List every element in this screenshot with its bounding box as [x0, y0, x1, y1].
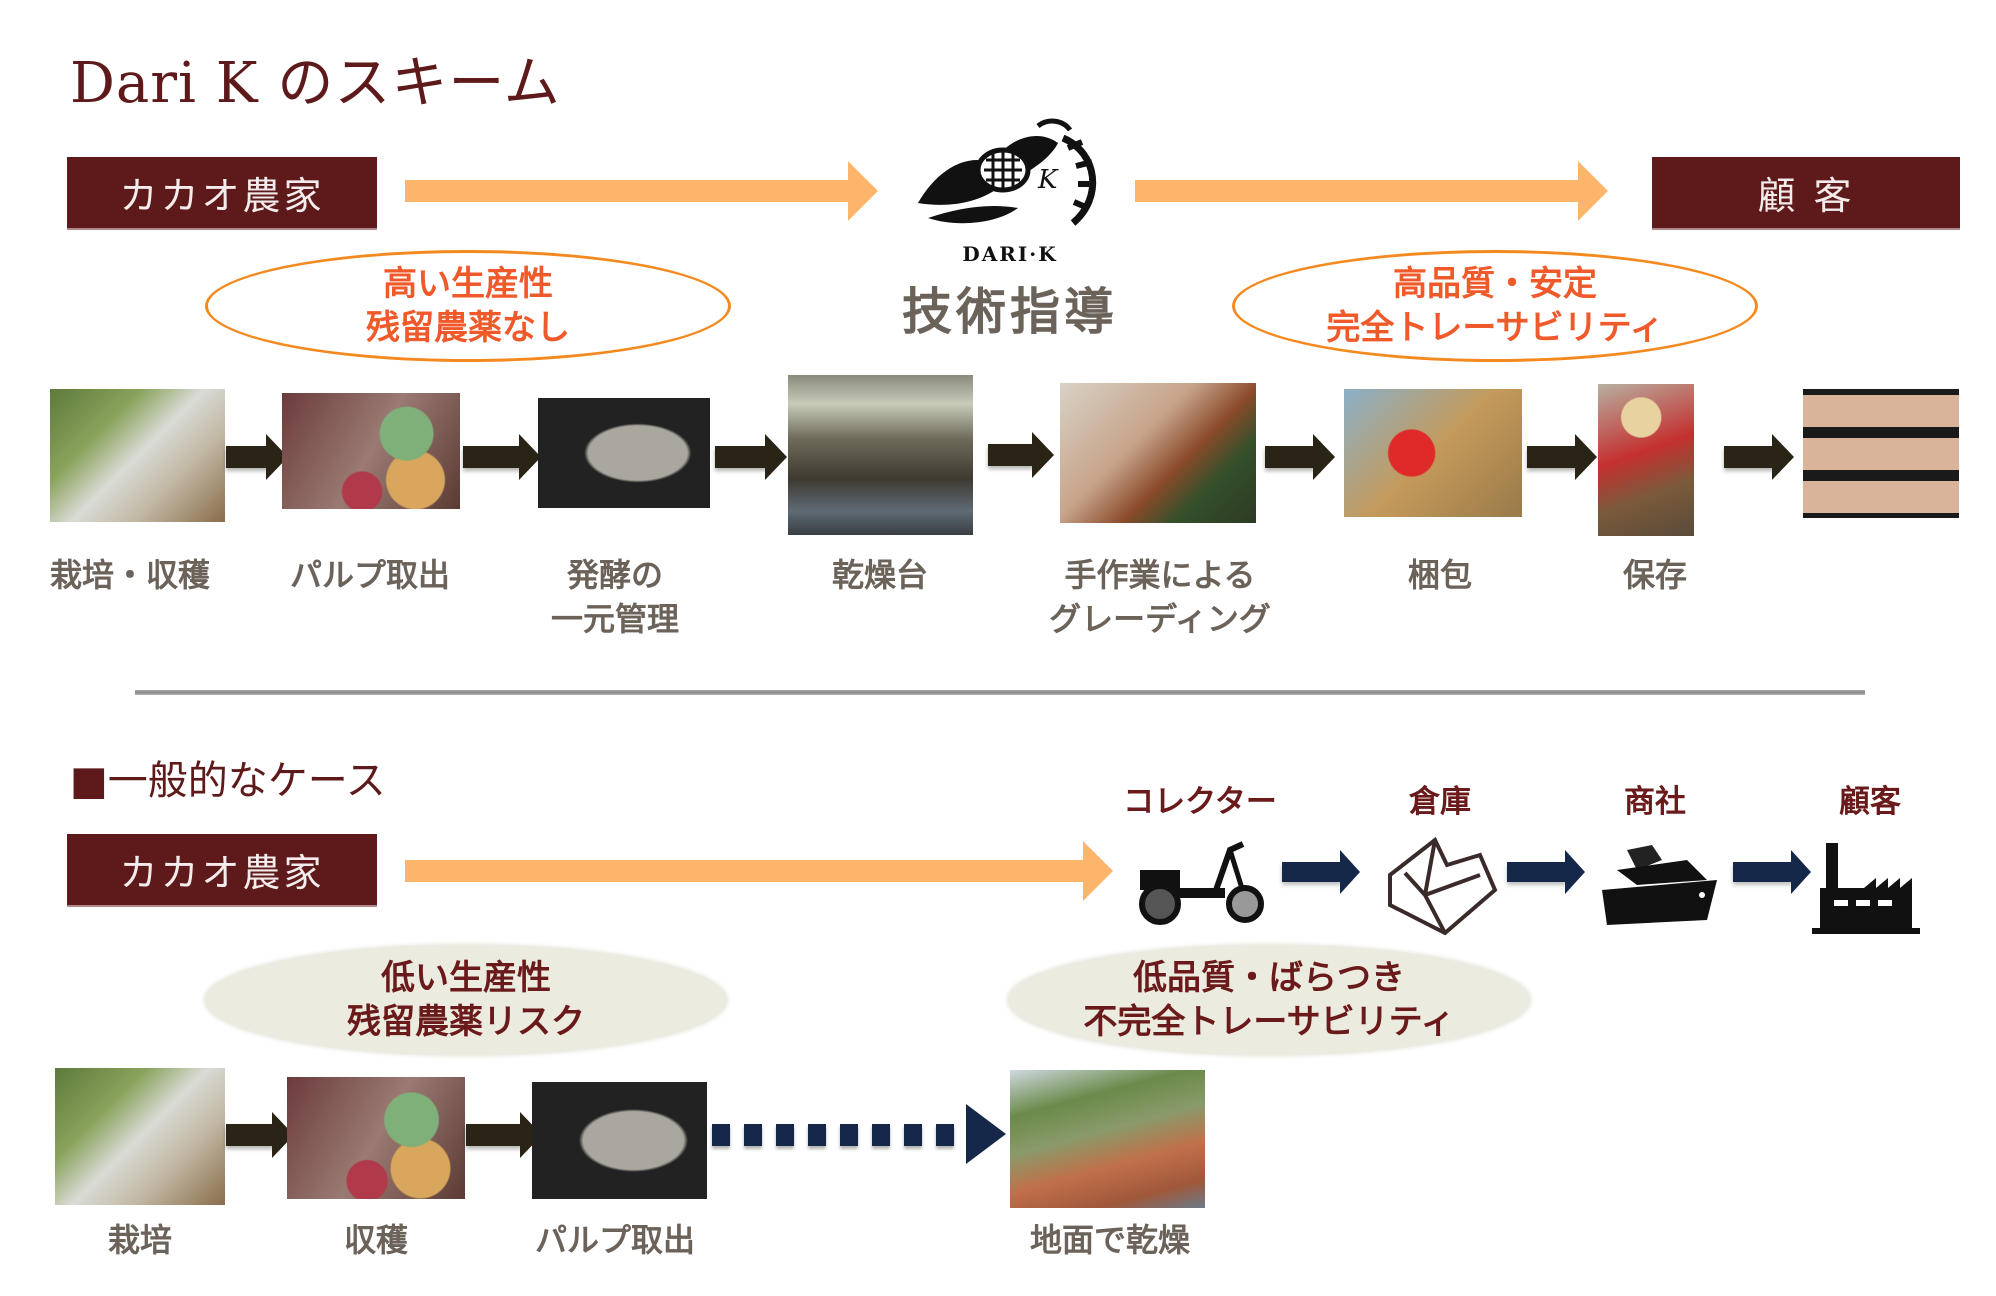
step-label: 収穫 [343, 1221, 408, 1259]
cacao-farmer-box: カカオ農家 [67, 834, 377, 905]
chain-label-collector: コレクター [1123, 784, 1277, 820]
fermentation-photo [538, 398, 710, 508]
chain-label-warehouse: 倉庫 [1409, 784, 1471, 820]
farmer-with-cacao-photo [55, 1068, 225, 1205]
dark-arrow-icon [466, 1112, 542, 1158]
dari-k-logo: K DARI·K [898, 108, 1122, 268]
greenhouse-dryer-photo [1060, 383, 1256, 523]
navy-arrow-icon [1282, 850, 1360, 894]
dark-arrow-icon [226, 1112, 294, 1158]
issue-text: 低い生産性 [381, 958, 551, 998]
dot [744, 1124, 762, 1146]
orange-arrow-icon [405, 841, 1113, 901]
customer-label: 顧 客 [1757, 174, 1855, 218]
step-label: 一元管理 [550, 600, 679, 638]
motorbike-icon [1139, 841, 1264, 925]
section-divider [135, 690, 1865, 695]
step-label: パルプ取出 [534, 1221, 695, 1259]
navy-arrow-icon [1507, 850, 1585, 894]
issue-text: 残留農薬リスク [347, 1002, 585, 1042]
svg-text:K: K [1037, 165, 1059, 195]
benefit-text: 高い生産性 [383, 264, 553, 304]
customer-box: 顧 客 [1652, 157, 1960, 228]
cacao-pods-photo [282, 393, 460, 509]
warehouse-box-icon [1388, 836, 1498, 936]
dark-arrow-icon [463, 434, 541, 480]
step-label: 梱包 [1407, 556, 1472, 594]
issue-text: 不完全トレーサビリティ [1083, 1002, 1455, 1042]
orange-arrow-icon [1135, 161, 1608, 221]
step-label: 地面で乾燥 [1029, 1221, 1190, 1259]
dot [776, 1124, 794, 1146]
dot [808, 1124, 826, 1146]
benefit-text: 高品質・安定 [1393, 264, 1597, 304]
dark-arrow-icon [226, 434, 288, 480]
step-label: 保存 [1622, 556, 1687, 594]
ground-drying-photo [1010, 1070, 1205, 1208]
logo-wordmark: DARI·K [962, 242, 1058, 266]
ship-icon [1602, 845, 1717, 925]
fermentation-photo [532, 1082, 707, 1199]
benefit-ellipse-productivity: 高い生産性 残留農薬なし [205, 250, 731, 362]
orange-arrow-icon [405, 161, 878, 221]
sacks-photo [1803, 389, 1959, 518]
step-label: 栽培・収穫 [49, 556, 210, 594]
navy-arrowhead-icon [966, 1104, 1006, 1164]
benefit-ellipse-quality: 高品質・安定 完全トレーサビリティ [1232, 250, 1758, 362]
chain-label-customer: 顧客 [1839, 784, 1901, 820]
step-label: 発酵の [566, 556, 663, 594]
general-case-heading: ■一般的なケース [70, 758, 386, 804]
page-title: Dari K のスキーム [70, 51, 561, 116]
issue-ellipse-quality: 低品質・ばらつき 不完全トレーサビリティ [1008, 945, 1530, 1055]
dark-arrow-icon [715, 434, 787, 480]
cacao-farmer-label: カカオ農家 [119, 174, 325, 218]
dot [936, 1124, 954, 1146]
step-label: 乾燥台 [831, 556, 928, 594]
dark-arrow-icon [988, 432, 1054, 478]
benefit-text: 残留農薬なし [366, 308, 570, 348]
chain-label-trading-company: 商社 [1624, 784, 1686, 820]
dark-arrow-icon [1265, 434, 1335, 480]
step-label: グレーディング [1049, 600, 1271, 638]
dark-arrow-icon [1527, 434, 1597, 480]
benefit-text: 完全トレーサビリティ [1326, 308, 1664, 348]
dot [712, 1124, 730, 1146]
factory-icon [1812, 843, 1920, 934]
cacao-farmer-label: カカオ農家 [119, 851, 325, 895]
technical-guidance-label: 技術指導 [902, 283, 1118, 341]
dotted-arrow [712, 1124, 954, 1146]
farmer-with-cacao-photo [50, 389, 225, 522]
issue-ellipse-productivity: 低い生産性 残留農薬リスク [205, 945, 727, 1055]
packing-photo [1344, 389, 1522, 517]
navy-arrow-icon [1733, 850, 1811, 894]
step-label: パルプ取出 [289, 556, 450, 594]
step-label: 栽培 [107, 1221, 172, 1259]
dot [872, 1124, 890, 1146]
dot [840, 1124, 858, 1146]
dot [904, 1124, 922, 1146]
dari-k-logo-icon: K [918, 118, 1097, 226]
step-label: 手作業による [1064, 556, 1256, 594]
dark-arrow-icon [1724, 434, 1794, 480]
storage-photo [1598, 384, 1694, 536]
cacao-pods-photo [287, 1077, 465, 1199]
issue-text: 低品質・ばらつき [1133, 958, 1405, 998]
drying-table-photo [788, 375, 973, 535]
cacao-farmer-box: カカオ農家 [67, 157, 377, 228]
